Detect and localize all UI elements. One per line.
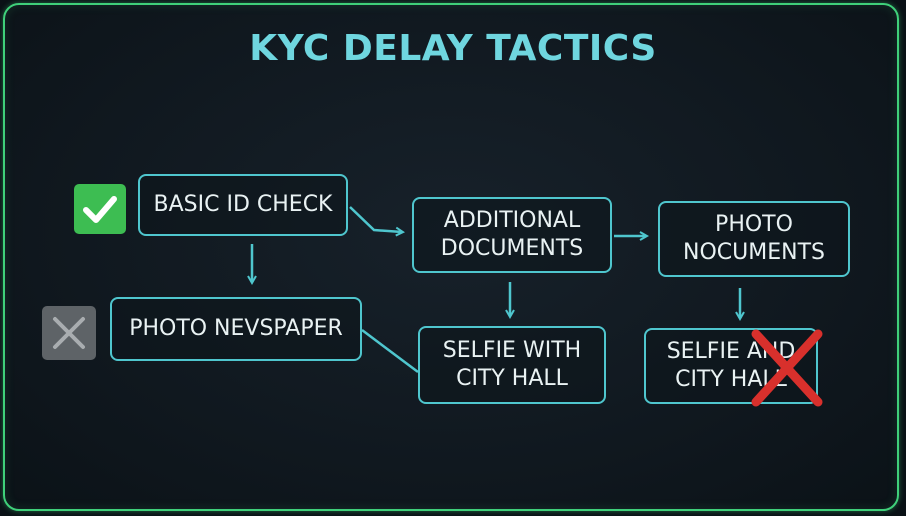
- node-label: SELFIE WITH CITY HALL: [442, 338, 582, 391]
- arrow-basic-to-additional: [349, 206, 402, 232]
- node-basic-id-check: BASIC ID CHECK: [138, 174, 348, 236]
- line-newspaper-to-selfie: [361, 329, 419, 373]
- node-photo-newspaper: PHOTO NEVSPAPER: [110, 297, 362, 361]
- check-badge: [74, 184, 126, 234]
- node-selfie-city-hall-rejected: SELFIE AND CITY HALL: [644, 328, 818, 404]
- node-selfie-city-hall: SELFIE WITH CITY HALL: [418, 326, 606, 404]
- close-icon: [53, 317, 85, 349]
- diagram-title: KYC DELAY TACTICS: [249, 28, 657, 69]
- node-label: PHOTO NEVSPAPER: [129, 316, 343, 341]
- node-label: PHOTO NOCUMENTS: [683, 212, 825, 265]
- node-photo-documents: PHOTO NOCUMENTS: [658, 201, 850, 277]
- node-label: BASIC ID CHECK: [153, 192, 333, 217]
- x-badge: [42, 306, 96, 360]
- checkmark-icon: [83, 196, 117, 223]
- node-additional-documents: ADDITIONAL DOCUMENTS: [412, 197, 612, 273]
- node-label: ADDITIONAL DOCUMENTS: [440, 208, 584, 261]
- node-label: SELFIE AND CITY HALL: [666, 339, 796, 392]
